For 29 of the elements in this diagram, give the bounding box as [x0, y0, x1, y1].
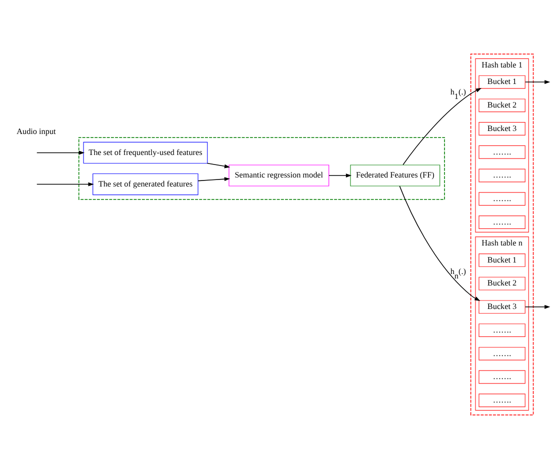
node-box: …….	[478, 323, 526, 337]
node-box: The set of generated features	[92, 172, 198, 195]
arrow	[328, 173, 352, 177]
arrow	[399, 185, 480, 300]
node-box: Bucket 3	[478, 122, 526, 135]
node-box: The set of frequently-used features	[83, 141, 208, 164]
arrow	[36, 150, 85, 154]
node-box: Bucket 2	[478, 276, 526, 290]
node-box: …….	[478, 370, 526, 384]
node-box: …….	[478, 215, 526, 228]
arrow	[198, 176, 230, 181]
node-box: …….	[478, 144, 526, 158]
node-box: …….	[478, 192, 526, 206]
node-box: Bucket 3	[478, 300, 526, 314]
arrow	[524, 80, 550, 84]
node-box: Semantic regression model	[228, 164, 330, 186]
node-box: Bucket 2	[478, 98, 526, 112]
node-box: …….	[478, 168, 526, 182]
arrow	[402, 88, 482, 165]
node-box: …….	[478, 393, 526, 407]
arrow	[524, 304, 550, 308]
arrow	[206, 162, 230, 168]
node-box: Bucket 1	[478, 252, 526, 266]
node-box: …….	[478, 346, 526, 360]
arrow	[36, 182, 94, 186]
node-box: Federated Features (FF)	[350, 164, 440, 186]
cluster	[470, 53, 534, 415]
label: Audio input	[16, 126, 56, 136]
node-box: Bucket 1	[478, 74, 526, 88]
